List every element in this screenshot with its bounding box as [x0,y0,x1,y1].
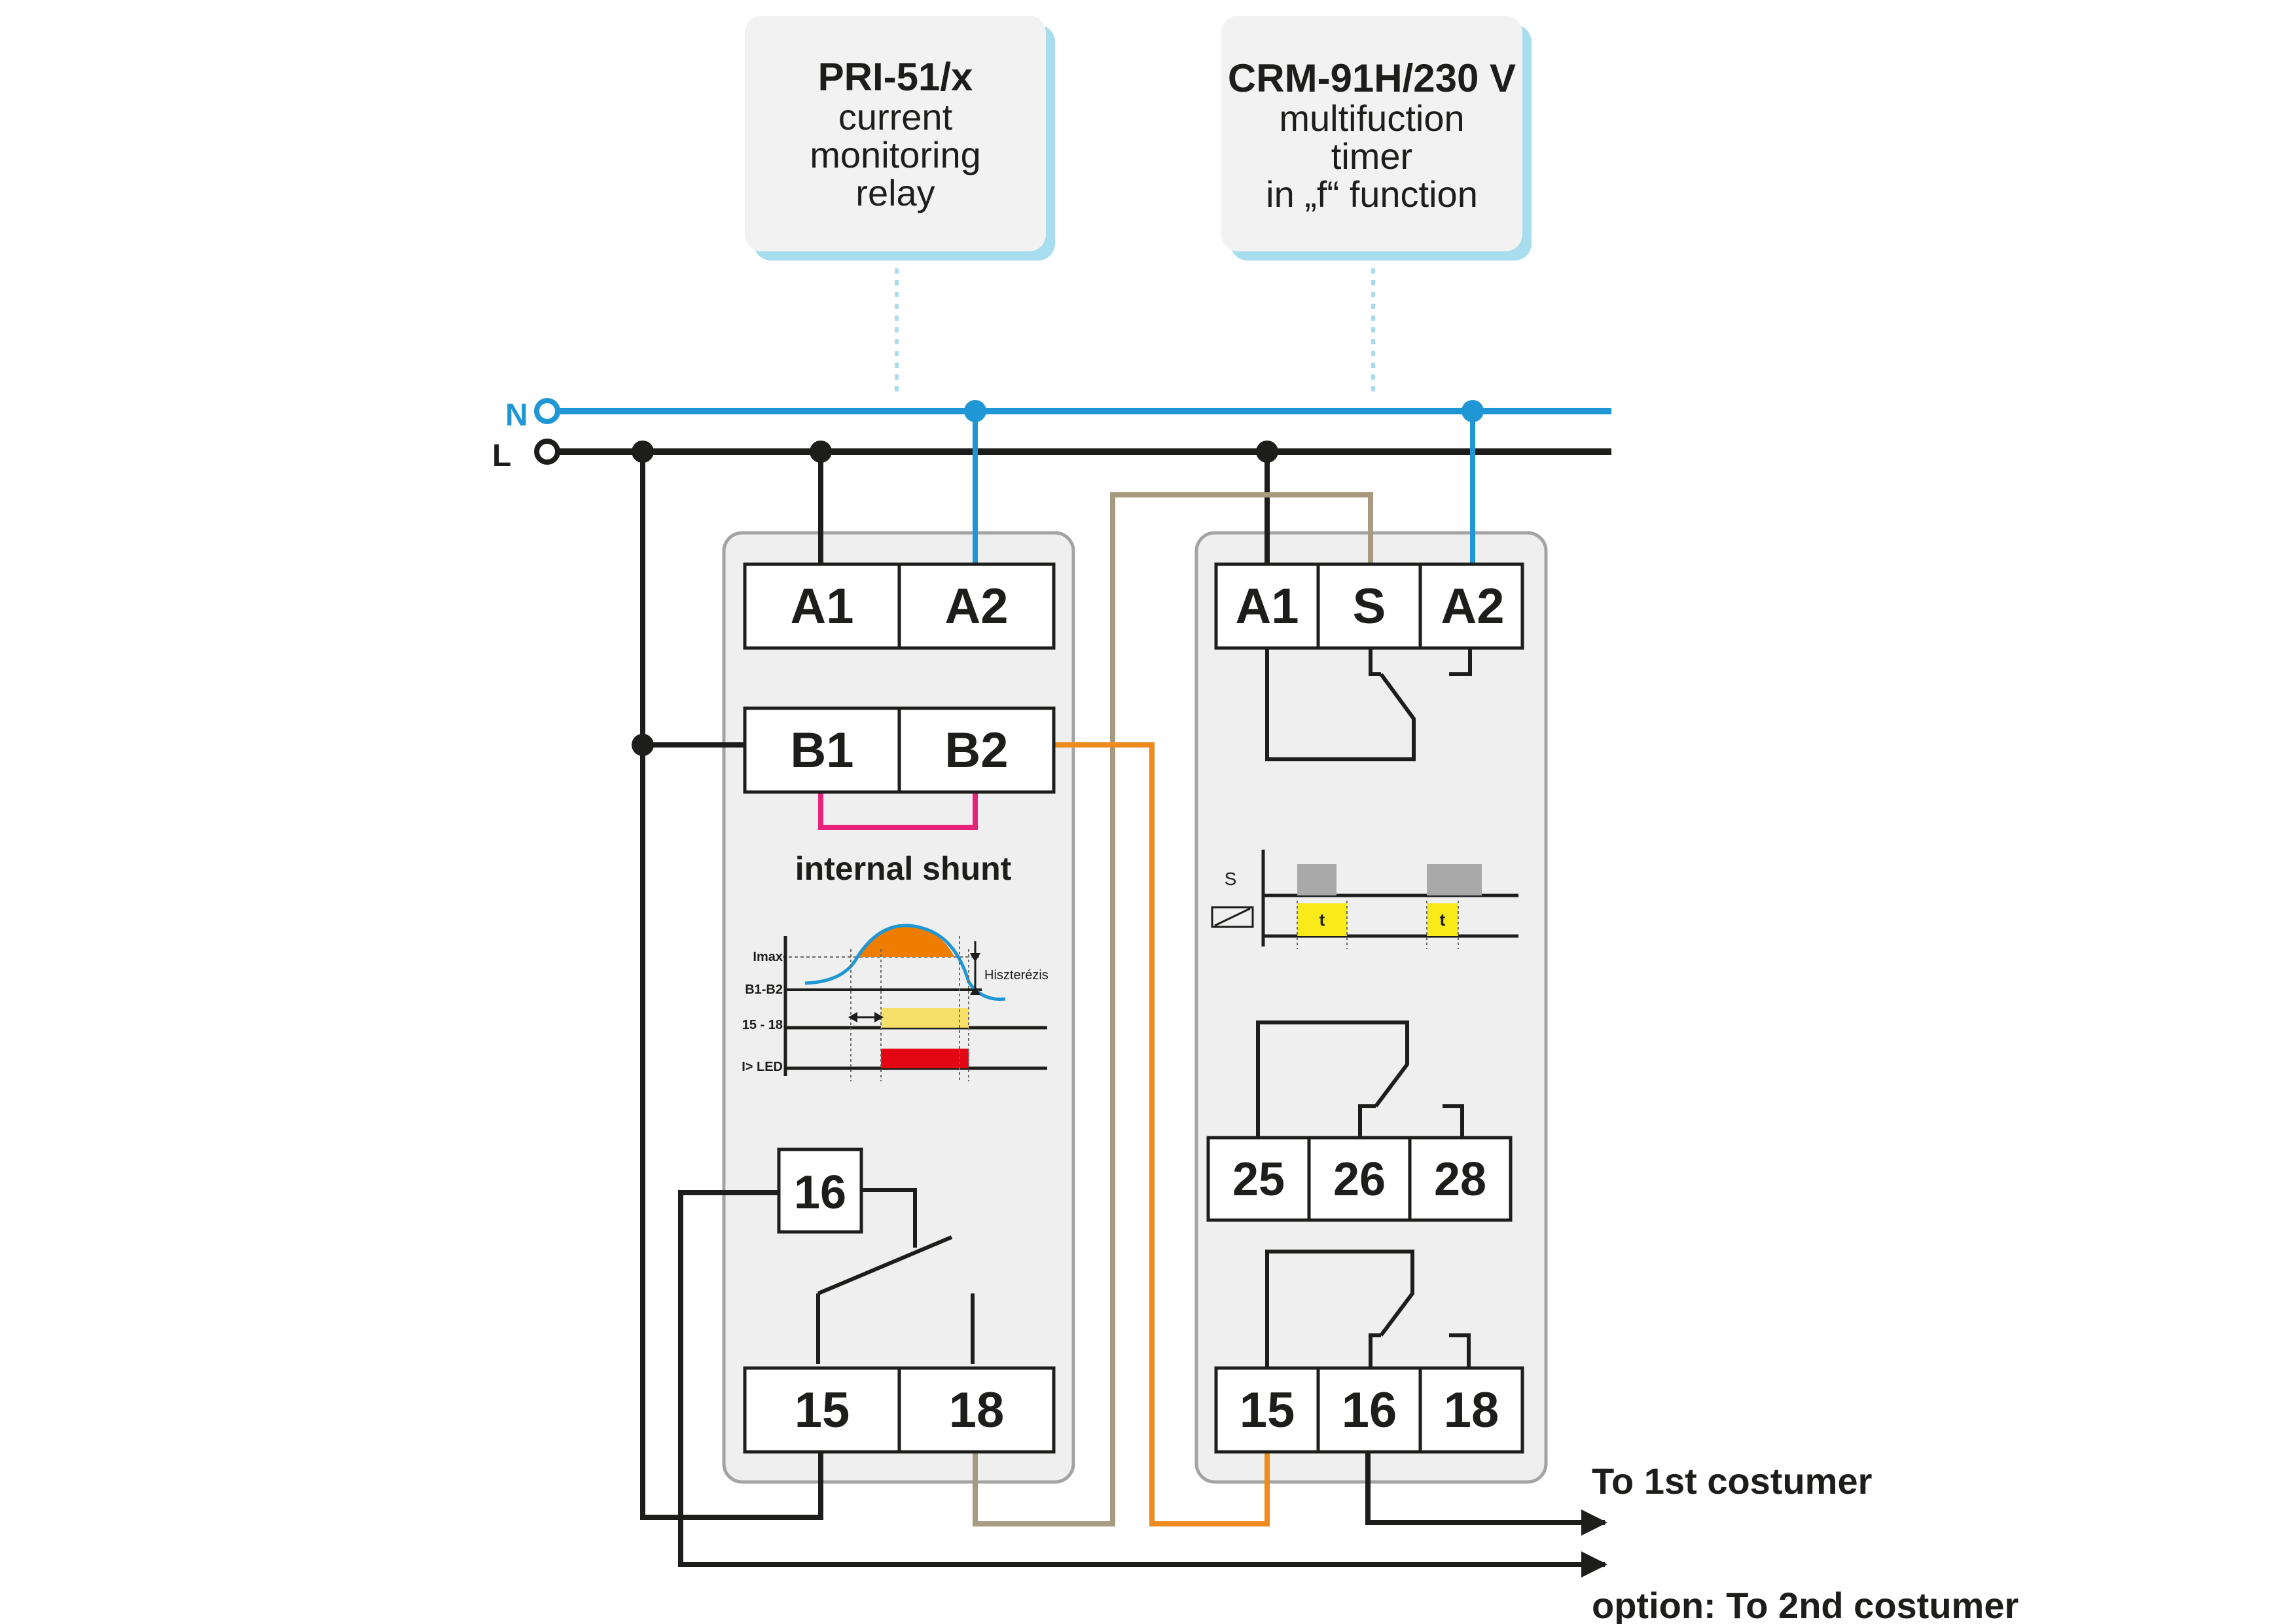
crm-contact-set-2: 15 16 18 [1214,1250,1524,1454]
graph-label-led: I> LED [742,1060,783,1074]
crm-16-label: 16 [1342,1382,1397,1438]
wire-l-to-pri-15 [640,452,823,1520]
pri-desc-line-1: current [838,96,953,137]
graph-label-b1b2: B1-B2 [745,983,783,997]
crm-terminal-16 [1316,1366,1422,1454]
pri-b1-label: B1 [790,723,853,778]
crm-28-label: 28 [1434,1153,1486,1206]
pri-terminal-16 [777,1147,863,1234]
relay-coil-icon [1211,906,1254,928]
timing-label-t1: t [1319,910,1325,929]
crm-a1-label: A1 [1235,579,1299,634]
line-label: L [492,439,511,473]
wire-output-2 [678,1190,1607,1578]
crm-timing-graph: S t t [1211,850,1518,949]
crm-terminal-s [1316,562,1422,650]
crm-s-label: S [1353,579,1386,634]
pri-title: PRI-51/x [818,55,973,99]
crm-18-label: 18 [1444,1382,1499,1438]
crm-terminal-26 [1307,1136,1412,1222]
graph-label-contacts: 15 - 18 [742,1018,783,1032]
pri-terminal-18 [897,1366,1056,1454]
output-2-label: option: To 2nd costumer [1592,1585,2018,1624]
neutral-label: N [505,398,528,433]
graph-label-imax: Imax [753,950,783,964]
wire-output-1 [1365,1452,1607,1536]
pri-18-label: 18 [949,1382,1005,1438]
wires [640,411,1607,1578]
line-terminal-icon [534,439,560,465]
neutral-terminal-icon [534,398,560,424]
wire-pri-18-to-crm-s [973,492,1373,1526]
pri-terminal-a1: A1 [743,562,901,650]
junction-dots [632,400,1484,756]
pri-desc-line-3: relay [855,172,935,213]
pri-a2-label: A2 [944,579,1008,634]
pri-16-label: 16 [794,1166,846,1219]
crm-a2-label: A2 [1441,579,1504,634]
crm-top-terminals: A1 S A2 [1214,562,1524,650]
line-bus: L [492,439,1611,473]
crm-terminal-a1 [1214,562,1320,650]
crm-terminal-18 [1418,1366,1524,1454]
pri-header-card: PRI-51/x current monitoring relay [745,16,1055,261]
wire-b2-to-crm-15 [1050,742,1270,1526]
pri-terminal-15 [743,1366,901,1454]
graph-label-hysteresis: Hiszterézis [984,968,1049,983]
pri-terminal-b1: B1 [743,706,901,794]
crm-title: CRM-91H/230 V [1228,56,1516,100]
crm-desc-line-2: timer [1331,135,1412,177]
pri-b2-label: B2 [944,723,1008,778]
crm-26-label: 26 [1333,1153,1386,1206]
pri-15-label: 15 [795,1382,850,1438]
crm-header-card: CRM-91H/230 V multifuction timer in „f“ … [1221,16,1532,261]
timing-label-t2: t [1440,910,1446,929]
pri-terminal-b2: B2 [897,706,1056,794]
internal-shunt-label: internal shunt [795,850,1012,887]
timing-label-s: S [1225,869,1237,889]
crm-25-label: 25 [1232,1153,1285,1206]
pri-relay-contact: 16 15 18 [743,1147,1056,1454]
pri-desc-line-2: monitoring [810,134,980,175]
crm-s-contact [1265,648,1472,761]
internal-shunt-loop [818,785,978,830]
pri-function-graph: Imax B1-B2 15 - 18 I> LED Hiszterézis [742,924,1049,1081]
crm-desc-line-3: in „f“ function [1266,173,1478,215]
neutral-bus: N [505,398,1611,433]
crm-desc-line-1: multifuction [1279,98,1464,139]
crm-terminal-15 [1214,1366,1320,1454]
pri-terminal-a2: A2 [897,562,1056,650]
crm-15-label: 15 [1240,1382,1295,1438]
output-1-label: To 1st costumer [1592,1460,1872,1502]
pri-a1-label: A1 [790,579,853,634]
pri-module-housing [722,531,1075,1484]
crm-terminal-28 [1408,1136,1513,1222]
crm-contact-set-1: 25 26 28 [1206,1020,1513,1222]
